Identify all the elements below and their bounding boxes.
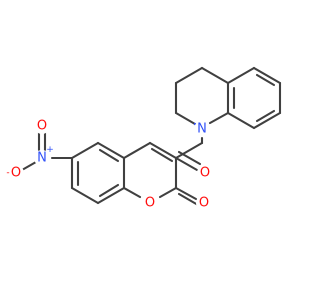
- carbonyl-oxygen-label: O: [200, 166, 210, 181]
- nitro-group: [20, 130, 74, 172]
- nitrogen-atom-label: N: [197, 122, 207, 137]
- atom-label-o-nitro-minus: O -: [6, 165, 24, 181]
- atom-label-n-ring: N: [194, 121, 210, 137]
- amide-linkage: [174, 136, 204, 172]
- molecule-structure: N O O O N + O O -: [6, 66, 282, 211]
- atom-label-o-carbonyl: O: [197, 165, 213, 181]
- ring-oxygen-label: O: [145, 196, 155, 211]
- coumarin-benzene-ring: [70, 141, 126, 205]
- nitro-oxygen-charge: -: [6, 168, 9, 178]
- atom-label-o-nitro-top: O: [34, 118, 50, 134]
- atom-label-o-lactone: O: [196, 195, 212, 211]
- tetrahydroquinoline-saturated-ring: [174, 66, 230, 127]
- nitro-nitrogen-label: N: [37, 151, 47, 166]
- atom-label-o-ring: O: [142, 195, 158, 211]
- tetrahydroquinoline-benzene-ring: [226, 66, 282, 130]
- atom-label-n-nitro: N +: [34, 145, 54, 166]
- nitro-oxygen-minus-label: O: [11, 166, 21, 181]
- nitro-oxygen-top-label: O: [37, 119, 47, 134]
- molecule-canvas: N O O O N + O O -: [6, 66, 282, 211]
- nitro-nitrogen-charge: +: [46, 145, 54, 155]
- coumarin-pyranone-ring: [122, 141, 200, 207]
- lactone-oxygen-label: O: [199, 196, 209, 211]
